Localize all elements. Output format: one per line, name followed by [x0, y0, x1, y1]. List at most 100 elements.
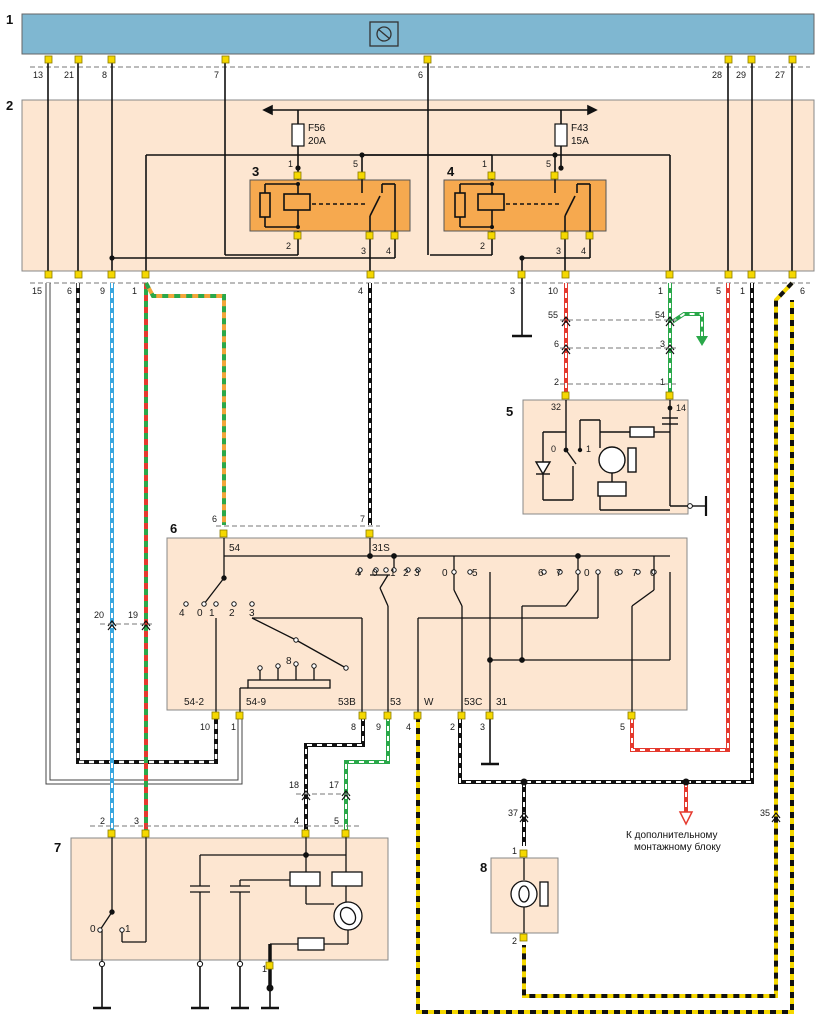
wire-red-white-3: [678, 782, 694, 826]
svg-text:W: W: [424, 697, 434, 708]
fuse-f56-rating: 20A: [308, 136, 326, 147]
svg-text:35: 35: [760, 808, 770, 818]
svg-text:7: 7: [556, 568, 562, 579]
svg-text:9: 9: [100, 286, 105, 296]
svg-text:27: 27: [775, 70, 785, 80]
svg-text:31: 31: [496, 697, 508, 708]
svg-text:18: 18: [289, 780, 299, 790]
svg-text:10: 10: [548, 286, 558, 296]
svg-text:3: 3: [361, 246, 366, 256]
svg-text:6: 6: [67, 286, 72, 296]
svg-text:17: 17: [329, 780, 339, 790]
svg-text:29: 29: [736, 70, 746, 80]
svg-text:3: 3: [414, 568, 420, 579]
svg-text:20: 20: [94, 610, 104, 620]
svg-text:4: 4: [294, 816, 299, 826]
fuse-f56-id: F56: [308, 123, 326, 134]
svg-text:10: 10: [200, 722, 210, 732]
svg-text:0: 0: [584, 568, 590, 579]
fuse-f43-id: F43: [571, 123, 589, 134]
block2-pin-labels: 15 6 9 1 4 3 10 1 5 1 6: [32, 286, 805, 296]
block-1-bar: [21, 13, 815, 55]
relay-pin-labels: 1 5 2 3 4 1 5 2 3 4: [286, 159, 586, 256]
svg-text:54-2: 54-2: [184, 697, 204, 708]
svg-text:2: 2: [286, 241, 291, 251]
svg-text:5: 5: [620, 722, 625, 732]
wire-red-white-2: [630, 283, 730, 752]
svg-text:8: 8: [351, 722, 356, 732]
svg-text:19: 19: [128, 610, 138, 620]
svg-text:2: 2: [480, 241, 485, 251]
svg-text:4: 4: [406, 722, 411, 732]
switch6-dots: [183, 553, 657, 671]
svg-text:0: 0: [442, 568, 448, 579]
motor5-dots: [563, 405, 693, 509]
svg-text:1: 1: [125, 924, 131, 935]
svg-text:54-9: 54-9: [246, 697, 266, 708]
connector-tabs: [44, 55, 797, 970]
junction-dots: [109, 152, 564, 261]
svg-text:1: 1: [482, 159, 487, 169]
block-label-6: 6: [170, 521, 177, 536]
wire-yellow-black: [416, 281, 794, 1014]
svg-text:2: 2: [450, 722, 455, 732]
svg-text:4: 4: [581, 246, 586, 256]
svg-text:6: 6: [554, 339, 559, 349]
block-label-7: 7: [54, 840, 61, 855]
svg-text:5: 5: [546, 159, 551, 169]
svg-text:21: 21: [64, 70, 74, 80]
connector-dashes-lower: [90, 319, 676, 827]
block-label-4: 4: [447, 164, 455, 179]
svg-text:1: 1: [658, 286, 663, 296]
block-6-switch: [166, 537, 688, 711]
thin-wires: [47, 56, 793, 338]
svg-text:8: 8: [102, 70, 107, 80]
block8-pin-1: 1: [512, 846, 517, 856]
block7-pin-labels: 2 3 4 5 0 1 1: [90, 816, 339, 974]
svg-text:0: 0: [90, 924, 96, 935]
svg-text:9: 9: [376, 722, 381, 732]
wire-green-orange: [144, 282, 226, 525]
svg-text:3: 3: [480, 722, 485, 732]
svg-text:1: 1: [262, 964, 267, 974]
svg-text:0: 0: [197, 608, 203, 619]
svg-text:2: 2: [100, 816, 105, 826]
svg-text:37: 37: [508, 808, 518, 818]
svg-text:1: 1: [288, 159, 293, 169]
block8-pin-2: 2: [512, 936, 517, 946]
svg-text:0: 0: [650, 568, 656, 579]
washer7-dots: [97, 852, 309, 992]
svg-text:53: 53: [390, 697, 402, 708]
svg-text:6: 6: [800, 286, 805, 296]
switch6-labels: 6 7 54 31S 4 0 1 2 3 4 0 1 2 3 0 5 6 7 0…: [179, 514, 656, 732]
svg-text:1: 1: [390, 568, 396, 579]
block-label-2: 2: [6, 98, 13, 113]
svg-text:1: 1: [660, 377, 665, 387]
svg-text:5: 5: [716, 286, 721, 296]
svg-text:0: 0: [372, 568, 378, 579]
motor5-internals: [534, 400, 708, 516]
svg-text:5: 5: [334, 816, 339, 826]
svg-text:7: 7: [632, 568, 638, 579]
svg-text:6: 6: [614, 568, 620, 579]
note-line-1: К дополнительному: [626, 830, 718, 841]
svg-text:13: 13: [33, 70, 43, 80]
switch6-internals: [203, 538, 671, 712]
svg-text:8: 8: [286, 656, 292, 667]
svg-text:31S: 31S: [372, 543, 390, 554]
svg-text:53B: 53B: [338, 697, 356, 708]
svg-text:2: 2: [554, 377, 559, 387]
svg-text:55: 55: [548, 310, 558, 320]
svg-text:28: 28: [712, 70, 722, 80]
svg-text:14: 14: [676, 403, 686, 413]
svg-text:5: 5: [353, 159, 358, 169]
motor5-pin-labels: 55 54 6 3 2 1 32 14 0 1: [548, 310, 686, 454]
svg-text:53C: 53C: [464, 697, 482, 708]
switch6-ground: [481, 712, 499, 766]
wire-green-white-2: [344, 716, 390, 836]
note-line-2: монтажному блоку: [634, 841, 721, 853]
svg-text:54: 54: [655, 310, 665, 320]
svg-text:54: 54: [229, 543, 241, 554]
svg-text:6: 6: [418, 70, 423, 80]
svg-text:4: 4: [386, 246, 391, 256]
